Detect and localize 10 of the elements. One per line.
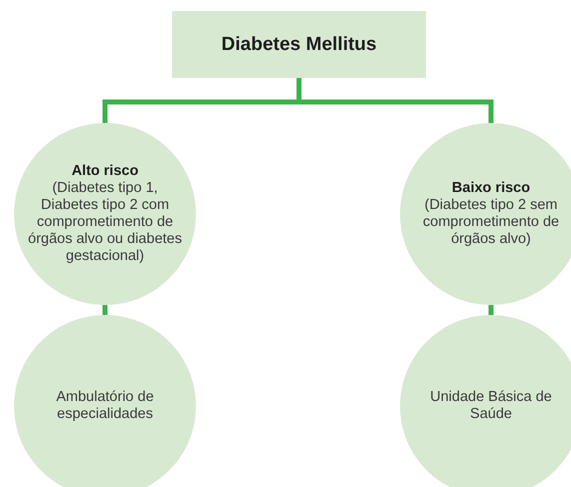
body-text: Unidade Básica de Saúde bbox=[429, 389, 553, 423]
heading-text: Baixo risco bbox=[452, 180, 530, 197]
heading-text: Alto risco bbox=[72, 163, 138, 180]
heading-text: Diabetes Mellitus bbox=[221, 36, 377, 53]
body-text: Ambulatório de especialidades bbox=[55, 389, 155, 423]
title-box bbox=[172, 11, 426, 78]
connector-line bbox=[488, 305, 494, 315]
body-text: (Diabetes tipo 1, Diabetes tipo 2 com comprometimento de órgãos alvo ou diabetes gestacional) bbox=[28, 180, 182, 265]
body-text: (Diabetes tipo 2 sem comprometimento de órgãos alvo) bbox=[422, 197, 560, 248]
connector-line bbox=[102, 305, 108, 315]
